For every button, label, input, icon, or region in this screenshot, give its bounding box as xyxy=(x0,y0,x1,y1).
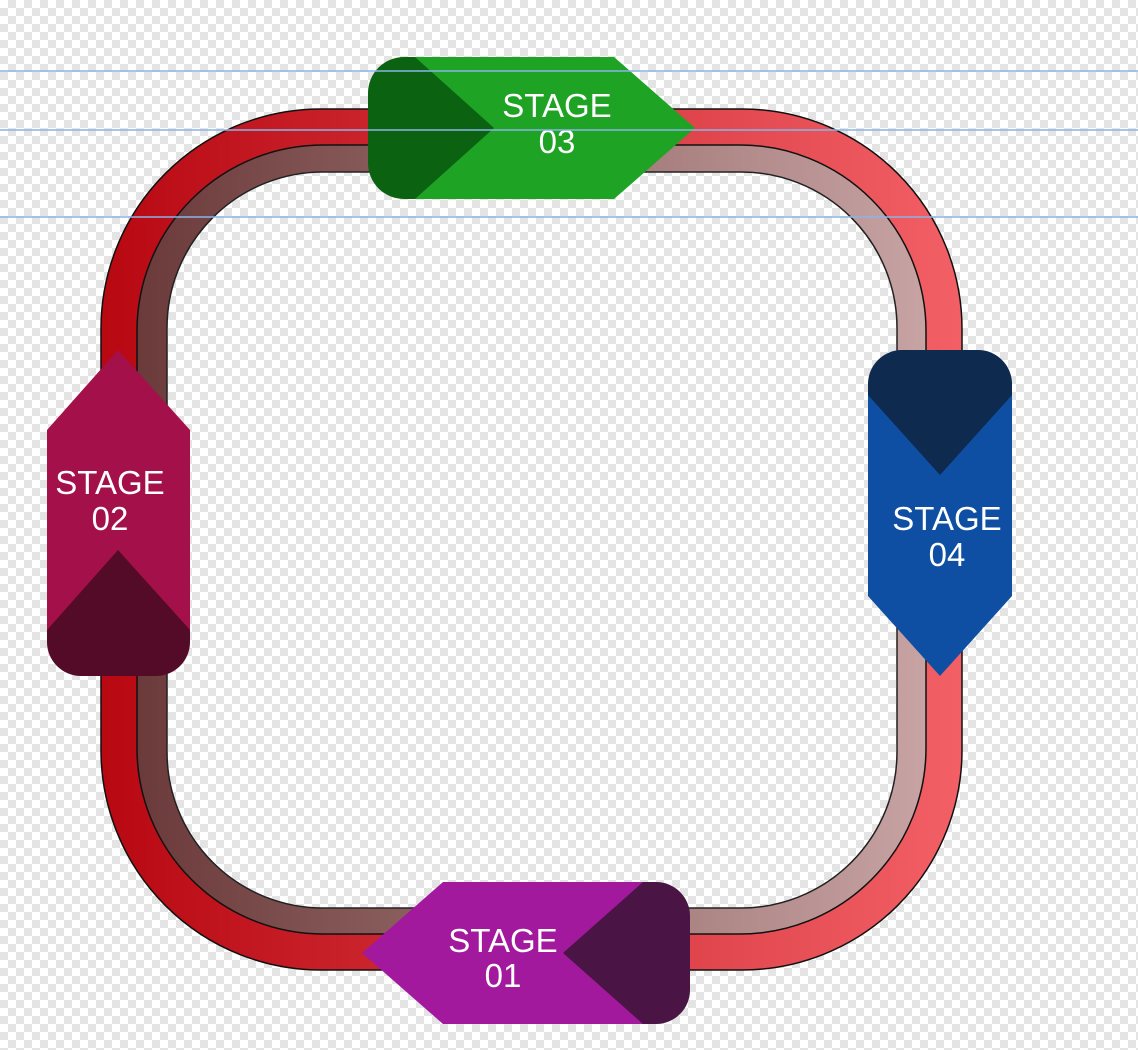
stage-04-number: 04 xyxy=(929,536,966,573)
stage-02-number: 02 xyxy=(92,500,129,537)
stage-02-title: STAGE xyxy=(55,464,164,501)
stage-01-title: STAGE xyxy=(448,922,557,959)
stage-03-arrow: STAGE 03 xyxy=(368,57,695,199)
ring-hole xyxy=(166,171,898,909)
stage-03-number: 03 xyxy=(539,123,576,160)
stage-01-number: 01 xyxy=(485,957,522,994)
stage-01-arrow: STAGE 01 xyxy=(362,882,690,1024)
stage-02-arrow: STAGE 02 xyxy=(47,350,190,676)
stage-02-chevron xyxy=(47,350,190,630)
stage-04-chevron xyxy=(868,395,1012,676)
cycle-ring xyxy=(100,108,963,971)
stage-04-arrow: STAGE 04 xyxy=(868,350,1012,676)
stage-03-title: STAGE xyxy=(502,87,611,124)
stage-01-chevron xyxy=(362,882,643,1024)
stage-04-title: STAGE xyxy=(892,500,1001,537)
stage-03-chevron xyxy=(415,57,695,199)
editor-guides xyxy=(0,70,1138,218)
